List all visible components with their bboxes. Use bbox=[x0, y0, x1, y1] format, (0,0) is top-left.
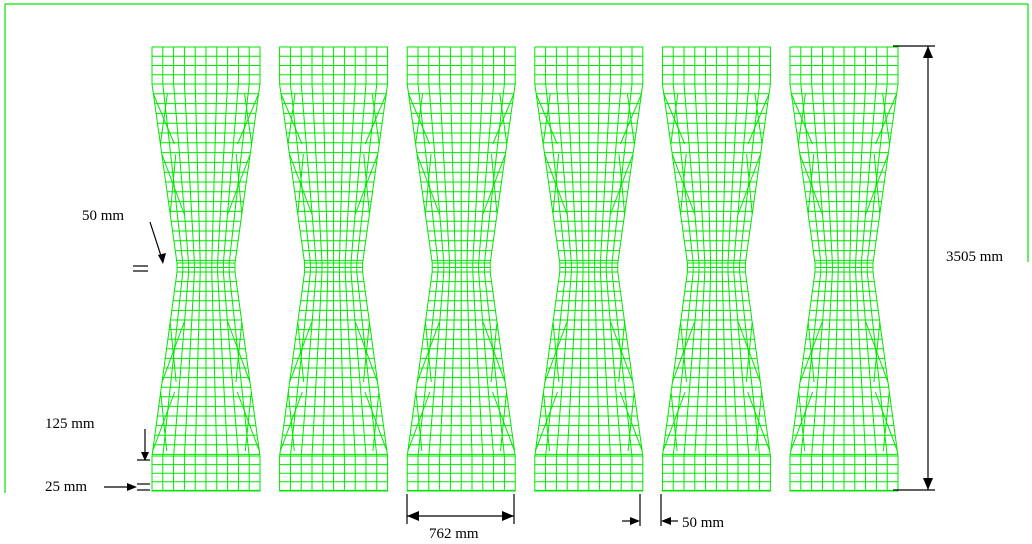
taper-height-dimension bbox=[137, 429, 150, 461]
specimen-width-label: 762 mm bbox=[429, 526, 479, 542]
total-height-label: 3505 mm bbox=[946, 249, 1003, 265]
taper-height-label: 125 mm bbox=[45, 416, 95, 432]
specimen-mesh bbox=[789, 46, 899, 492]
arrow-left-icon bbox=[407, 511, 419, 521]
specimen-mesh bbox=[661, 46, 771, 492]
arrow-icon bbox=[158, 253, 166, 264]
neck-height-label: 50 mm bbox=[82, 208, 124, 224]
arrow-down-icon bbox=[923, 478, 933, 490]
total-height-dimension bbox=[893, 45, 935, 491]
specimen-width-dimension bbox=[406, 494, 515, 524]
arrow-right-icon bbox=[502, 511, 514, 521]
neck-height-dimension bbox=[133, 221, 166, 272]
specimen-mesh bbox=[534, 46, 644, 492]
specimen-mesh bbox=[279, 46, 389, 492]
dimension-annotations bbox=[104, 45, 935, 526]
end-cell-label: 25 mm bbox=[45, 479, 87, 495]
end-cell-dimension bbox=[104, 483, 150, 491]
specimen-gap-label: 50 mm bbox=[682, 515, 724, 531]
arrow-right-icon bbox=[127, 483, 137, 491]
figure-border bbox=[4, 3, 1029, 493]
arrow-down-icon bbox=[141, 452, 149, 461]
arrow-right-icon bbox=[630, 517, 640, 525]
specimen-mesh bbox=[151, 46, 261, 492]
specimen-mesh bbox=[406, 46, 516, 492]
specimen-gap-dimension bbox=[622, 494, 678, 526]
arrow-left-icon bbox=[661, 517, 671, 525]
specimen-row bbox=[151, 46, 899, 492]
arrow-up-icon bbox=[923, 46, 933, 58]
